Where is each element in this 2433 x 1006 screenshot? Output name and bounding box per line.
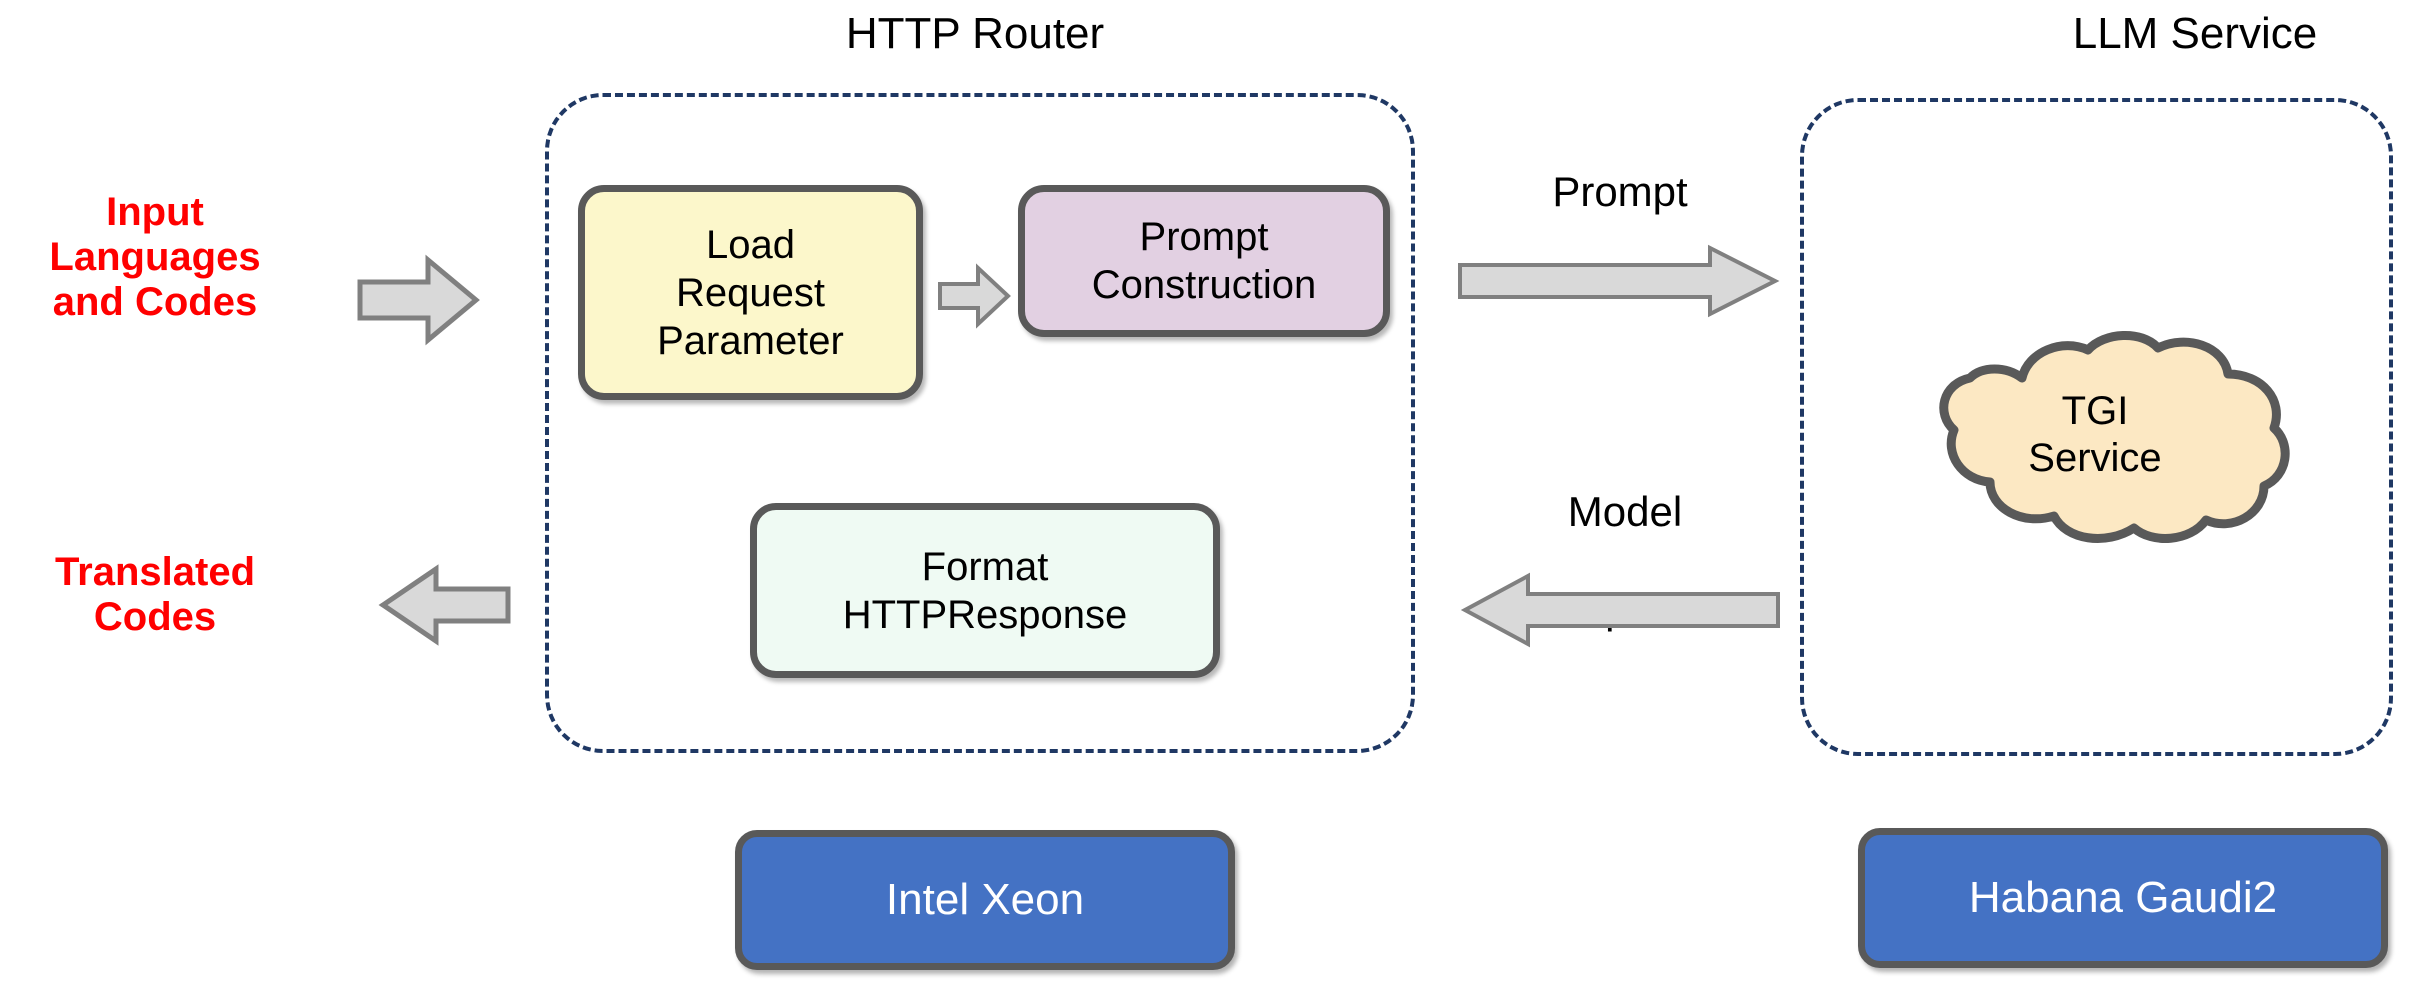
node-format-response-line-1: Format: [921, 544, 1049, 589]
flow-label-model-response-line-1: Model: [1567, 488, 1683, 536]
hardware-box-intel-xeon[interactable]: Intel Xeon: [735, 830, 1235, 970]
endpoint-output-line-1: Translated: [54, 550, 256, 594]
node-prompt-construction-line-1: Prompt: [1139, 215, 1269, 259]
node-format-response-line-2: HTTPResponse: [842, 592, 1128, 637]
node-load-request-line-1: Load: [706, 222, 795, 267]
hardware-box-habana-gaudi2[interactable]: Habana Gaudi2: [1858, 828, 2388, 968]
node-load-request-parameter-label: Load Request Parameter: [637, 221, 864, 365]
arrow-right-icon-prompt: [1458, 244, 1780, 318]
node-format-http-response-label: Format HTTPResponse: [823, 543, 1148, 639]
node-prompt-construction-line-2: Construction: [1091, 263, 1317, 307]
arrow-left-icon-response: [1460, 572, 1780, 648]
group-title-llm-service: LLM Service: [2072, 9, 2318, 58]
cloud-icon-tgi-service[interactable]: TGI Service: [1890, 330, 2300, 550]
arrow-left-icon-output: [378, 564, 511, 646]
arrow-right-icon-input: [357, 254, 480, 346]
endpoint-input-line-2: Languages: [49, 234, 261, 279]
group-container-llm-service: [1800, 98, 2393, 756]
endpoint-output-line-2: Codes: [93, 594, 217, 639]
node-load-request-line-3: Parameter: [657, 318, 844, 363]
hardware-box-intel-xeon-label: Intel Xeon: [885, 875, 1085, 924]
hardware-box-habana-gaudi2-label: Habana Gaudi2: [1968, 873, 2278, 922]
flow-label-prompt: Prompt: [1552, 168, 1688, 215]
endpoint-input-line-1: Input: [106, 190, 204, 234]
endpoint-input-label: Input Languages and Codes: [10, 190, 300, 324]
endpoint-output-label: Translated Codes: [10, 550, 300, 640]
node-prompt-construction-label: Prompt Construction: [1072, 213, 1337, 309]
node-prompt-construction[interactable]: Prompt Construction: [1018, 185, 1390, 337]
node-load-request-line-2: Request: [676, 270, 825, 315]
arrow-right-icon-internal: [938, 263, 1011, 329]
group-title-http-router: HTTP Router: [845, 9, 1105, 58]
group-container-http-router: [545, 93, 1415, 753]
endpoint-input-line-3: and Codes: [52, 279, 258, 324]
node-load-request-parameter[interactable]: Load Request Parameter: [578, 185, 923, 400]
node-format-http-response[interactable]: Format HTTPResponse: [750, 503, 1220, 678]
